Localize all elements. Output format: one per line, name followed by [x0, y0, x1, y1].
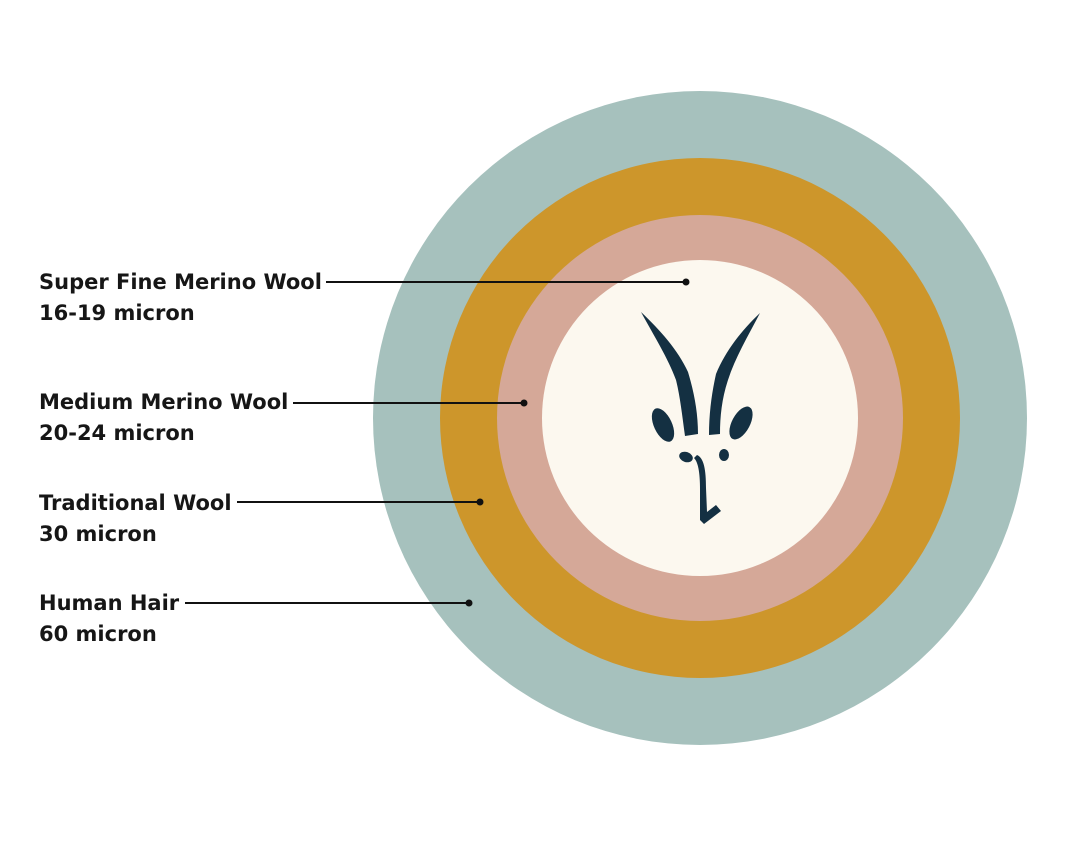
- ring-micron: 20-24 micron: [39, 421, 195, 445]
- ring-micron: 60 micron: [39, 622, 157, 646]
- antelope-head-icon: [641, 312, 760, 524]
- ring-name: Traditional Wool: [39, 491, 232, 515]
- label-medium-merino: Medium Merino Wool 20-24 micron: [39, 387, 288, 449]
- label-human-hair: Human Hair 60 micron: [39, 588, 179, 650]
- ring-name: Super Fine Merino Wool: [39, 270, 322, 294]
- ring-micron: 16-19 micron: [39, 301, 195, 325]
- label-traditional-wool: Traditional Wool 30 micron: [39, 488, 232, 550]
- ring-super-fine-merino: [542, 260, 858, 576]
- ring-micron: 30 micron: [39, 522, 157, 546]
- leader-lines: [185, 278, 690, 607]
- ring-name: Medium Merino Wool: [39, 390, 289, 414]
- ring-name: Human Hair: [39, 591, 180, 615]
- label-super-fine-merino: Super Fine Merino Wool 16-19 micron: [39, 267, 322, 329]
